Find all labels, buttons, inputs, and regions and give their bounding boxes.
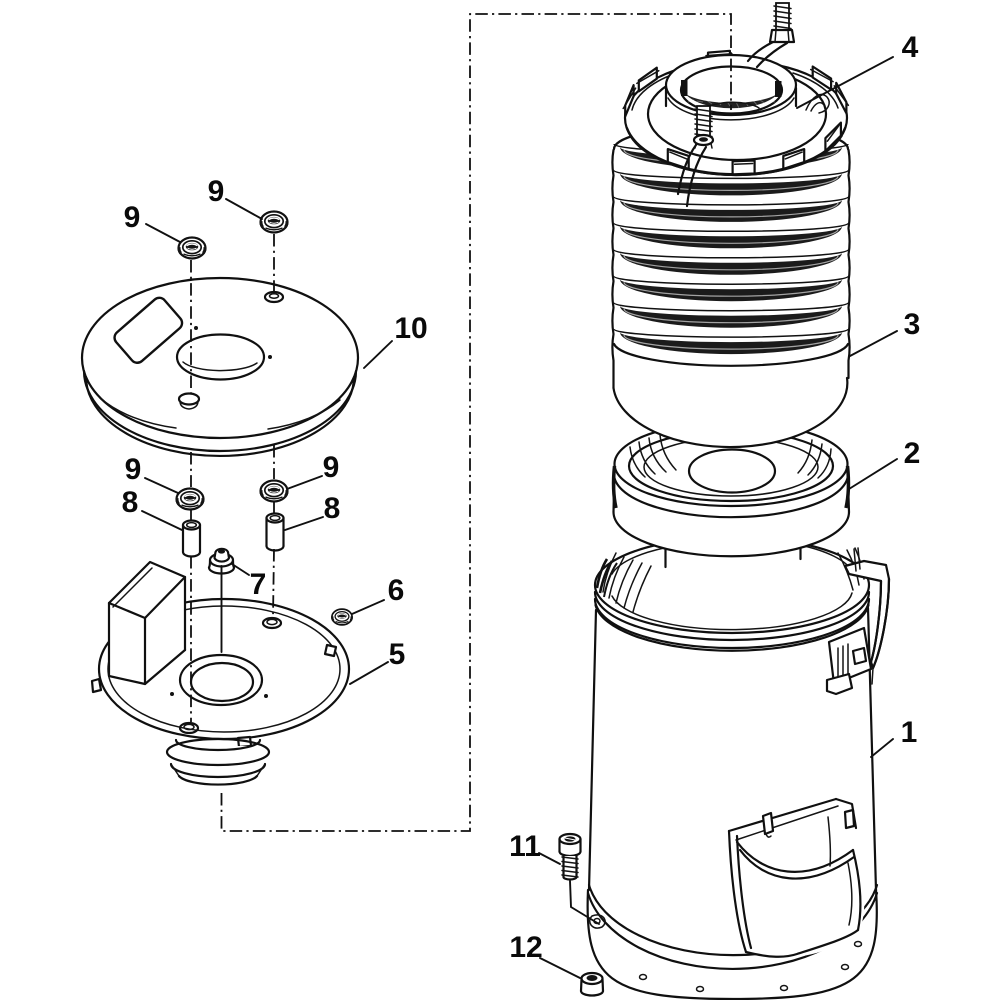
svg-text:11: 11: [509, 830, 541, 863]
svg-text:10: 10: [394, 312, 427, 345]
svg-text:5: 5: [389, 638, 406, 671]
svg-text:9: 9: [323, 451, 340, 484]
svg-text:8: 8: [122, 486, 139, 519]
svg-text:7: 7: [250, 568, 267, 601]
svg-text:4: 4: [902, 31, 919, 64]
svg-text:9: 9: [125, 453, 142, 486]
svg-text:9: 9: [208, 175, 225, 208]
svg-text:12: 12: [509, 931, 542, 964]
svg-text:8: 8: [324, 492, 341, 525]
svg-text:3: 3: [904, 308, 921, 341]
svg-text:6: 6: [388, 574, 405, 607]
svg-text:9: 9: [124, 201, 141, 234]
svg-text:1: 1: [901, 716, 918, 749]
svg-text:2: 2: [904, 437, 921, 470]
